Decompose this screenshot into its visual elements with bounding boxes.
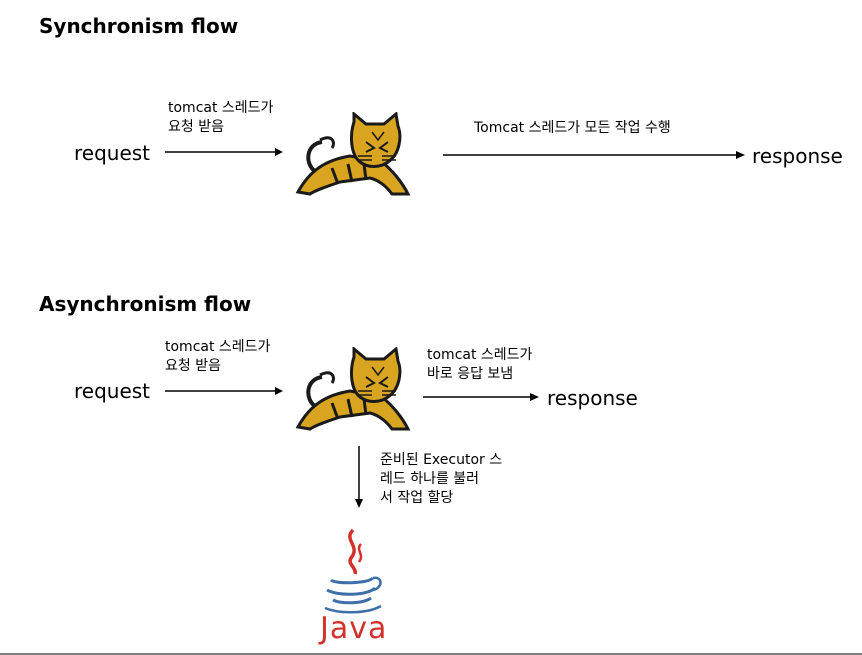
executor-label: 준비된 Executor 스 레드 하나를 불러 서 작업 할당 xyxy=(380,452,503,506)
sync-request-arrow xyxy=(165,148,283,156)
sync-title: Synchronism flow xyxy=(39,14,239,38)
tomcat-icon xyxy=(295,347,411,431)
executor-arrow xyxy=(355,446,363,508)
async-response-arrow xyxy=(423,393,539,401)
async-title: Asynchronism flow xyxy=(39,292,252,316)
async-reply-label: tomcat 스레드가 바로 응답 보냄 xyxy=(427,347,533,382)
async-response-label: response xyxy=(547,386,638,410)
async-request-arrow xyxy=(165,387,283,395)
tomcat-icon xyxy=(295,112,411,196)
java-logo-text: Java xyxy=(320,611,388,646)
sync-response-arrow xyxy=(443,151,745,159)
java-logo-icon xyxy=(324,528,382,614)
async-request-label: request xyxy=(74,379,151,403)
sync-response-label: response xyxy=(752,144,843,168)
sync-receive-label: tomcat 스레드가 요청 받음 xyxy=(168,100,274,135)
async-receive-label: tomcat 스레드가 요청 받음 xyxy=(165,339,271,374)
bottom-divider xyxy=(0,653,862,655)
sync-request-label: request xyxy=(74,141,151,165)
sync-work-label: Tomcat 스레드가 모든 작업 수행 xyxy=(474,120,671,136)
